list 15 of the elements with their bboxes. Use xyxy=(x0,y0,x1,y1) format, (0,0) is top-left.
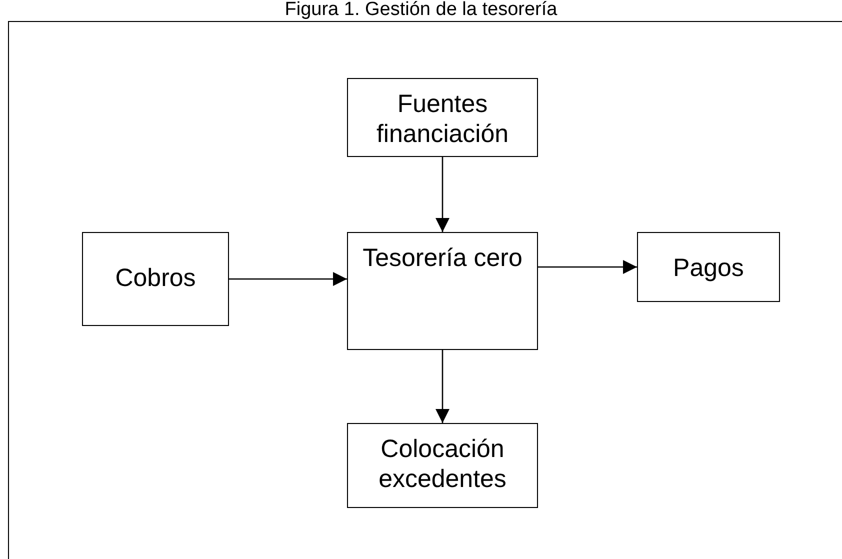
box-label: Colocación excedentes xyxy=(378,434,508,494)
process-box xyxy=(347,232,538,350)
arrow xyxy=(229,272,347,286)
box-label: Cobros xyxy=(115,263,196,293)
box-label: Fuentes financiación xyxy=(375,89,510,149)
arrow xyxy=(436,350,450,423)
process-box xyxy=(82,232,229,326)
box-label: Tesorería cero xyxy=(362,243,522,273)
arrow xyxy=(436,157,450,232)
process-box xyxy=(347,423,538,508)
box-label: Pagos xyxy=(673,253,744,283)
process-box xyxy=(347,78,538,157)
figure-title: Figura 1. Gestión de la tesorería xyxy=(284,0,558,20)
arrow xyxy=(538,260,637,274)
process-box xyxy=(637,232,780,302)
